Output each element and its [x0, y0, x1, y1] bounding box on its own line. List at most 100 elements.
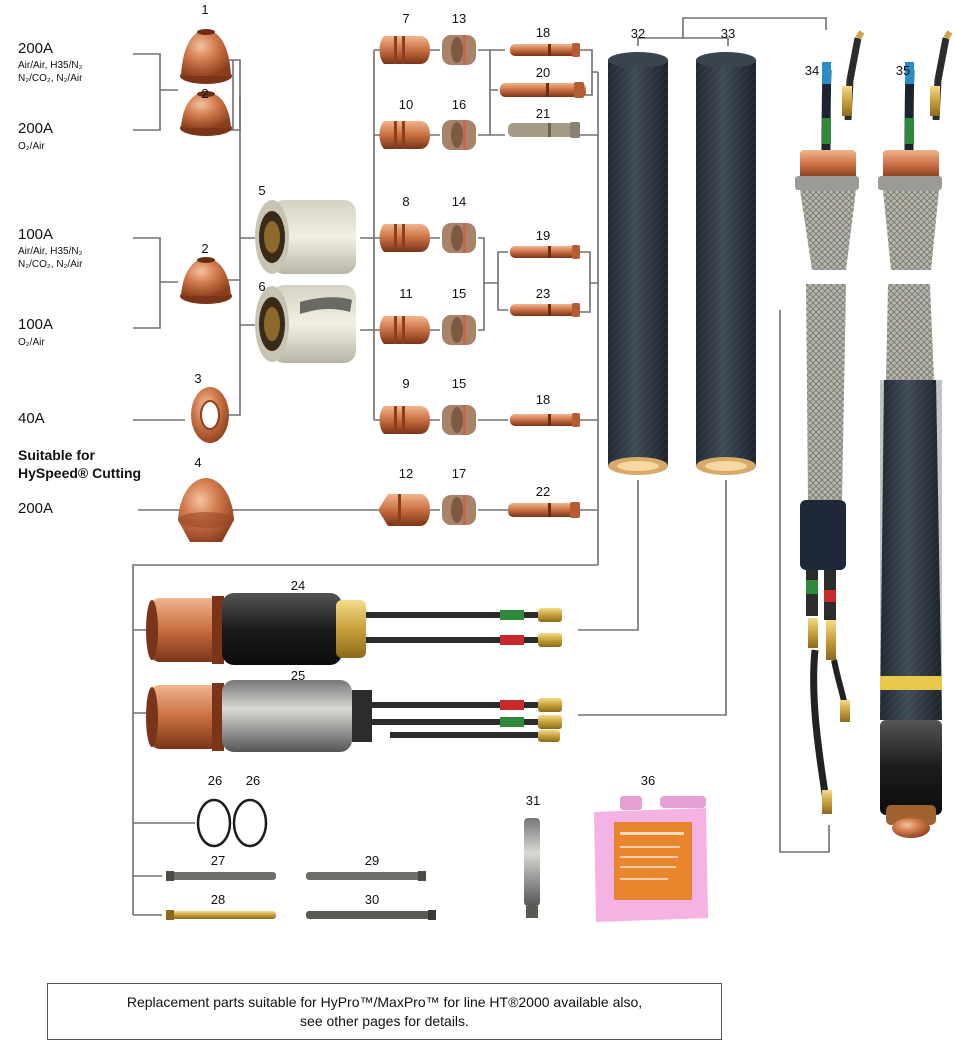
connector-lines — [132, 17, 830, 916]
label-hyspeed-200a: 200A — [18, 500, 54, 517]
shield-4 — [178, 478, 234, 542]
coolant-canister-36 — [594, 796, 708, 922]
part-number-31: 31 — [525, 793, 541, 808]
part-number-15a: 15 — [451, 286, 467, 301]
label-hyspeed-1: Suitable for — [18, 447, 96, 463]
nozzle-8 — [379, 224, 430, 252]
label-100a: 100A — [18, 226, 54, 243]
swirl-rings — [442, 35, 476, 525]
part-number-14: 14 — [451, 194, 467, 209]
label-200a-gases-2: N₂/CO₂, N₂/Air — [18, 73, 83, 84]
swirl-ring-16 — [442, 120, 476, 150]
label-hyspeed-2: HySpeed® Cutting — [18, 465, 142, 481]
electrode-23 — [510, 303, 580, 317]
part-number-27: 27 — [210, 853, 226, 868]
part-number-20: 20 — [535, 65, 551, 80]
part-number-35: 35 — [895, 63, 911, 78]
lead-32 — [608, 52, 668, 475]
tool-31 — [524, 818, 540, 918]
nozzle-11 — [379, 316, 430, 344]
part-number-10: 10 — [398, 97, 414, 112]
label-100a-o2: 100A — [18, 316, 54, 333]
o-rings-26 — [196, 798, 268, 848]
part-number-29: 29 — [364, 853, 380, 868]
label-200a-o2-gases: O₂/Air — [18, 141, 45, 152]
part-number-18a: 18 — [535, 25, 551, 40]
part-number-26a: 26 — [207, 773, 223, 788]
part-number-3: 3 — [194, 371, 202, 386]
shield-1 — [180, 29, 232, 84]
part-number-19: 19 — [535, 228, 551, 243]
part-number-11: 11 — [399, 286, 413, 301]
retaining-cap-6 — [255, 285, 356, 363]
part-number-5: 5 — [258, 183, 266, 198]
torch-body-25 — [146, 680, 562, 752]
electrode-18b — [510, 413, 580, 427]
electrode-19 — [510, 245, 580, 259]
electrode-21 — [508, 122, 580, 138]
torch-body-24 — [146, 593, 562, 665]
part-number-2b: 2 — [201, 241, 209, 256]
part-number-6: 6 — [258, 279, 266, 294]
part-number-34: 34 — [804, 63, 820, 78]
nozzles — [378, 36, 430, 526]
electrode-22 — [508, 502, 580, 518]
part-number-36: 36 — [640, 773, 656, 788]
torch-lead-34 — [795, 30, 865, 814]
part-number-22: 22 — [535, 484, 551, 499]
part-number-21: 21 — [535, 106, 551, 121]
swirl-ring-17 — [442, 495, 476, 525]
part-number-32: 32 — [630, 26, 646, 41]
shield-3 — [191, 387, 229, 443]
part-number-33: 33 — [720, 26, 736, 41]
part-number-17: 17 — [451, 466, 467, 481]
part-number-4: 4 — [194, 455, 202, 470]
part-number-2a: 2 — [201, 86, 209, 101]
label-100a-o2-gases: O₂/Air — [18, 337, 45, 348]
part-number-16: 16 — [451, 97, 467, 112]
shield-2-bottom — [180, 257, 232, 304]
label-200a: 200A — [18, 40, 54, 57]
shield-2-top — [180, 91, 232, 136]
lead-33 — [696, 52, 756, 475]
electrode-20 — [500, 82, 586, 98]
part-number-8: 8 — [402, 194, 410, 209]
tube-30 — [306, 910, 436, 920]
label-100a-gases-2: N₂/CO₂, N₂/Air — [18, 259, 83, 270]
nozzle-7 — [379, 36, 430, 64]
torch-lead-35 — [878, 30, 953, 838]
nozzle-10 — [379, 121, 430, 149]
swirl-ring-15b — [442, 405, 476, 435]
part-number-12: 12 — [398, 466, 414, 481]
part-number-15b: 15 — [451, 376, 467, 391]
part-number-30: 30 — [364, 892, 380, 907]
part-number-24: 24 — [290, 578, 306, 593]
label-100a-gases: Air/Air, H35/N₂ — [18, 246, 83, 257]
label-200a-o2: 200A — [18, 120, 54, 137]
label-200a-gases: Air/Air, H35/N₂ — [18, 60, 83, 71]
note-line-1: Replacement parts suitable for HyPro™/Ma… — [126, 993, 643, 1010]
part-number-18b: 18 — [535, 392, 551, 407]
note-line-2: see other pages for details. — [300, 1012, 469, 1029]
part-number-28: 28 — [210, 892, 226, 907]
tube-27 — [166, 871, 276, 881]
tube-29 — [306, 871, 426, 881]
electrodes — [500, 43, 586, 518]
part-number-23: 23 — [535, 286, 551, 301]
swirl-ring-15a — [442, 315, 476, 345]
replacement-parts-note: Replacement parts suitable for HyPro™/Ma… — [47, 983, 722, 1040]
nozzle-9 — [379, 406, 430, 434]
nozzle-12 — [378, 494, 430, 526]
tube-28 — [166, 910, 276, 920]
swirl-ring-13 — [442, 35, 476, 65]
electrode-18a — [510, 43, 580, 57]
part-number-13: 13 — [451, 11, 467, 26]
swirl-ring-14 — [442, 223, 476, 253]
part-number-1: 1 — [201, 2, 209, 17]
label-40a: 40A — [18, 410, 45, 427]
part-number-26b: 26 — [245, 773, 261, 788]
retaining-cap-5 — [255, 200, 356, 274]
part-number-25: 25 — [290, 668, 306, 683]
part-number-9: 9 — [402, 376, 410, 391]
